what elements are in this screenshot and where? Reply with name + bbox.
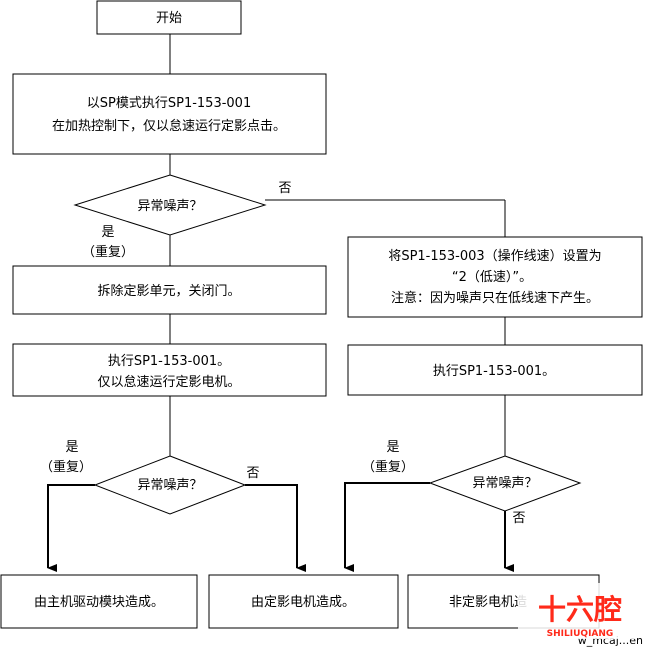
decision-3-yes-label: 是 — [386, 440, 399, 455]
decision-1: 异常噪声？ 否 是 （重复） — [73, 174, 292, 260]
decision-3-no-label: 否 — [512, 511, 525, 526]
decision-1-no-label: 否 — [278, 181, 291, 196]
decision-1-yes-label: 是 — [101, 225, 114, 240]
watermark-logo: 十六腔 SHILIUQIANG — [518, 583, 642, 639]
set-speed-step-box: 将SP1-153-003（操作线速）设置为 “2（低速）”。 注意：因为噪声只在… — [347, 236, 643, 318]
decision-1-label: 异常噪声？ — [137, 199, 202, 214]
remove-fuser-step-label: 拆除定影单元，关闭门。 — [97, 284, 240, 299]
run-sp-step-label: 执行SP1-153-001。 — [433, 364, 555, 379]
start-label: 开始 — [156, 11, 182, 26]
run-fuser-motor-step-line-1: 执行SP1-153-001。 — [108, 354, 230, 369]
result-main-drive-box: 由主机驱动模块造成。 — [0, 574, 198, 629]
run-fuser-motor-step-line-2: 仅以怠速运行定影电机。 — [97, 374, 240, 390]
sp-mode-step-line-2: 在加热控制下，仅以怠速运行定影点击。 — [52, 118, 286, 134]
result-main-drive-label: 由主机驱动模块造成。 — [34, 595, 164, 610]
result-not-fuser-motor-label: 非定影电机造 — [449, 595, 527, 610]
start-box: 开始 — [96, 0, 242, 35]
run-sp-step-box: 执行SP1-153-001。 — [347, 344, 643, 396]
decision-2-label: 异常噪声？ — [137, 478, 202, 493]
result-fuser-motor-box: 由定影电机造成。 — [208, 574, 399, 629]
decision-3-repeat-label: （重复） — [362, 459, 414, 475]
decision-2-repeat-label: （重复） — [40, 459, 92, 475]
decision-2: 异常噪声？ 是 （重复） 否 — [40, 440, 260, 515]
decision-3: 异常噪声？ 是 （重复） 否 — [362, 440, 582, 526]
connectors — [47, 34, 514, 572]
decision-3-label: 异常噪声？ — [472, 476, 537, 491]
decision-2-no-label: 否 — [246, 466, 259, 481]
set-speed-step-line-1: 将SP1-153-003（操作线速）设置为 — [388, 248, 601, 264]
watermark-sub-text: SHILIUQIANG — [547, 629, 614, 639]
sp-mode-step-box: 以SP模式执行SP1-153-001 在加热控制下，仅以怠速运行定影点击。 — [12, 73, 327, 155]
watermark-main-text: 十六腔 — [538, 593, 622, 626]
decision-1-repeat-label: （重复） — [82, 244, 134, 260]
remove-fuser-step-box: 拆除定影单元，关闭门。 — [12, 265, 327, 315]
set-speed-step-line-2: “2（低速）”。 — [452, 270, 532, 285]
result-fuser-motor-label: 由定影电机造成。 — [251, 595, 355, 610]
run-fuser-motor-step-box: 执行SP1-153-001。 仅以怠速运行定影电机。 — [12, 343, 327, 397]
decision-2-yes-label: 是 — [65, 440, 78, 455]
sp-mode-step-line-1: 以SP模式执行SP1-153-001 — [87, 96, 251, 111]
set-speed-step-line-3: 注意：因为噪声只在低线速下产生。 — [391, 290, 599, 306]
